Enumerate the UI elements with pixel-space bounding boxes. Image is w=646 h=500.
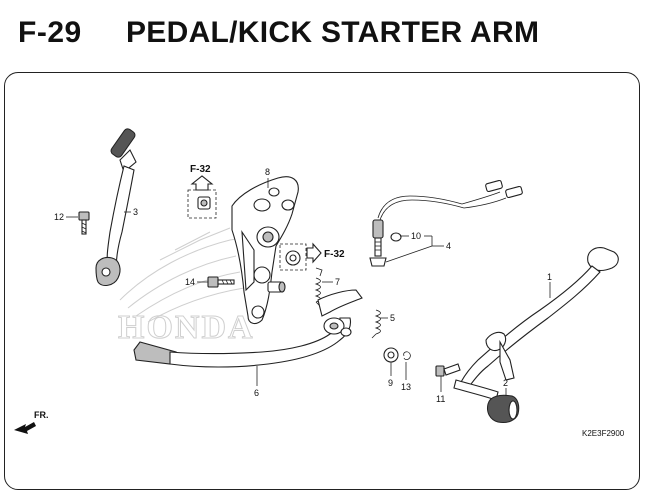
stop-switch (369, 179, 523, 267)
bolt-14 (207, 276, 235, 288)
callout-11: 11 (436, 394, 445, 404)
diagram-frame (4, 72, 640, 490)
front-direction-label: FR. (34, 410, 49, 420)
callout-13: 13 (401, 382, 411, 392)
spring-5 (371, 309, 381, 339)
section-title: PEDAL/KICK STARTER ARM (126, 16, 540, 49)
watermark-text: HONDA (118, 309, 255, 346)
leader-lines (66, 178, 551, 396)
ref-arrow-up: F-32 (190, 164, 214, 191)
nut-upper (197, 196, 211, 210)
pedal-arm-1 (453, 247, 619, 401)
callout-7: 7 (335, 277, 340, 287)
footpeg-bracket (231, 176, 299, 325)
diagram-code: K2E3F2900 (582, 429, 625, 438)
clip-13 (403, 351, 411, 361)
callout-12: 12 (54, 212, 64, 222)
ref-arrow-right: F-32 (306, 242, 345, 264)
washer-9 (383, 347, 399, 363)
rubber-2 (487, 394, 520, 423)
front-direction-arrow: FR. (14, 410, 49, 434)
bolt-11 (435, 363, 461, 377)
bolt-12 (78, 211, 90, 235)
ref-top-label: F-32 (190, 164, 211, 175)
callout-6: 6 (254, 388, 259, 398)
callout-1: 1 (547, 272, 552, 282)
section-code: F-29 (18, 16, 82, 49)
ref-right-label: F-32 (324, 249, 345, 260)
callout-9: 9 (388, 378, 393, 388)
callout-2: 2 (503, 378, 508, 388)
honda-watermark: HONDA (118, 227, 269, 347)
callout-14: 14 (185, 277, 195, 287)
callout-3: 3 (133, 207, 138, 217)
callout-10: 10 (411, 231, 421, 241)
callout-8: 8 (265, 167, 270, 177)
washer-right (285, 250, 301, 266)
brake-pedal (133, 289, 363, 368)
callout-5: 5 (390, 313, 395, 323)
kick-starter-arm (95, 128, 137, 287)
callout-4: 4 (446, 241, 451, 251)
